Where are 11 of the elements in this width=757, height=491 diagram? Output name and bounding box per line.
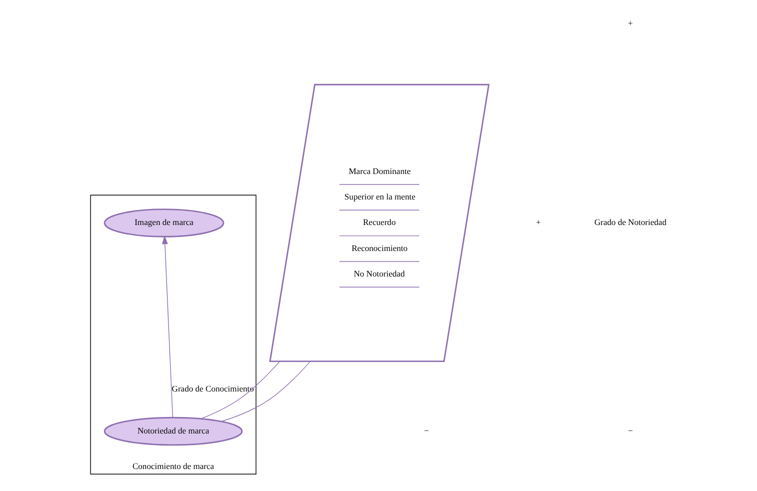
connector (220, 360, 311, 422)
node-ellipse: Notoriedad de marca (104, 416, 243, 446)
label: + (628, 18, 633, 28)
label: − (424, 425, 429, 436)
edge-label: Grado de Conocimiento (172, 384, 254, 394)
node-ellipse: Imagen de marca (104, 208, 224, 238)
connector (200, 360, 280, 420)
label: Grado de Notoriedad (594, 217, 667, 228)
arrow (162, 236, 174, 418)
label: + (536, 217, 541, 228)
label: − (628, 425, 633, 436)
